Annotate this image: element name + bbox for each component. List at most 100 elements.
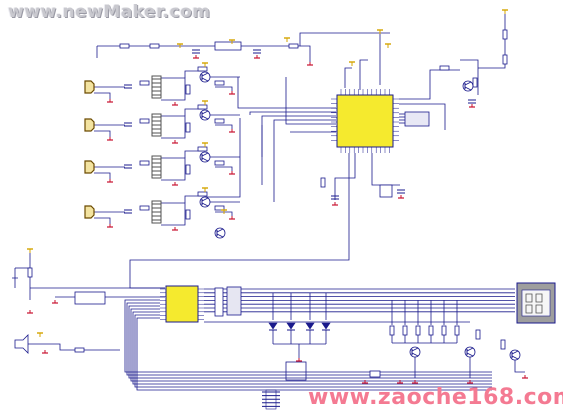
transistor-emitter [466,352,474,357]
transistor-collector [201,152,209,157]
resistor [139,80,150,86]
transistor-emitter [201,157,209,162]
wire [344,67,352,88]
transistor-emitter [201,202,209,207]
resistor [214,80,225,86]
connector-block [226,286,242,316]
resistor [185,209,191,220]
wire [300,45,311,62]
transistor-emitter [411,352,419,357]
wire [334,153,356,200]
resistor [27,267,33,278]
resistor [197,146,208,152]
resistor [320,177,326,188]
resistor [439,65,450,71]
transistor-emitter [201,115,209,120]
resistor [139,118,150,124]
wire [129,153,350,289]
resistor [502,54,508,65]
resistor [185,122,191,133]
wire [161,77,186,101]
resistor [149,43,160,49]
resistor-network [214,287,224,317]
wire [126,302,492,376]
audio-jack-icon [84,80,95,94]
diode-icon [321,322,331,330]
wire [237,77,336,109]
resistor [415,325,421,336]
diode-icon [305,322,315,330]
transistor-collector [201,72,209,77]
wire [130,308,492,382]
resistor [402,325,408,336]
wire [215,166,233,171]
transistor-collector [466,347,474,352]
resistor [441,325,447,336]
audio-jack-icon [84,205,95,219]
wire [94,130,111,137]
resistor [288,43,299,49]
diode-icon [286,322,296,330]
transistor-emitter [201,77,209,82]
resistor [197,191,208,197]
mcu-chip [165,285,199,323]
speaker-icon [14,334,29,354]
resistor [500,339,506,350]
wires [15,12,525,391]
voltage-regulator [214,41,242,51]
wire [128,305,492,379]
wire [249,111,336,115]
wire [94,172,111,179]
transistor-collector [201,197,209,202]
pin-header [265,389,277,410]
main-ic-chip [336,94,394,148]
resistor [454,325,460,336]
transistor-collector [464,81,472,86]
wire [161,157,186,181]
resistor [139,160,150,166]
wire [399,103,446,130]
components [12,29,556,410]
power-symbols [27,9,528,384]
transistor-collector [511,350,519,355]
resistor [197,66,208,72]
resistor [389,325,395,336]
watermark-newmaker: www.newMaker.com [8,2,211,22]
crystal-oscillator [379,184,393,198]
wire [261,115,336,157]
resistor [214,118,225,124]
transistor-emitter [464,86,472,91]
watermark-zaoche168: www.zaoche168.com [308,385,563,410]
resistor [369,370,381,378]
wire [205,118,241,198]
resistor [119,43,130,49]
wire [478,12,506,69]
resistor [139,205,150,211]
wire [514,360,525,373]
ic-pin-array [404,111,430,127]
crystal-module [74,291,106,305]
transistor-collector [201,110,209,115]
wire [97,32,390,47]
resistor [502,29,508,40]
wire [132,311,492,385]
transistor-emitter [511,355,519,360]
wire [215,211,233,216]
resistor [185,164,191,175]
wire [215,124,233,129]
wire [28,343,120,351]
wire [215,86,233,91]
resistor [214,160,225,166]
wire [399,69,460,100]
resistor [428,325,434,336]
wire [273,119,336,202]
wire [359,59,368,90]
wire [371,153,400,186]
wire [285,77,336,125]
resistor [185,84,191,95]
resistor [475,329,481,340]
resistor [74,347,85,353]
seven-segment-digits [525,293,543,314]
